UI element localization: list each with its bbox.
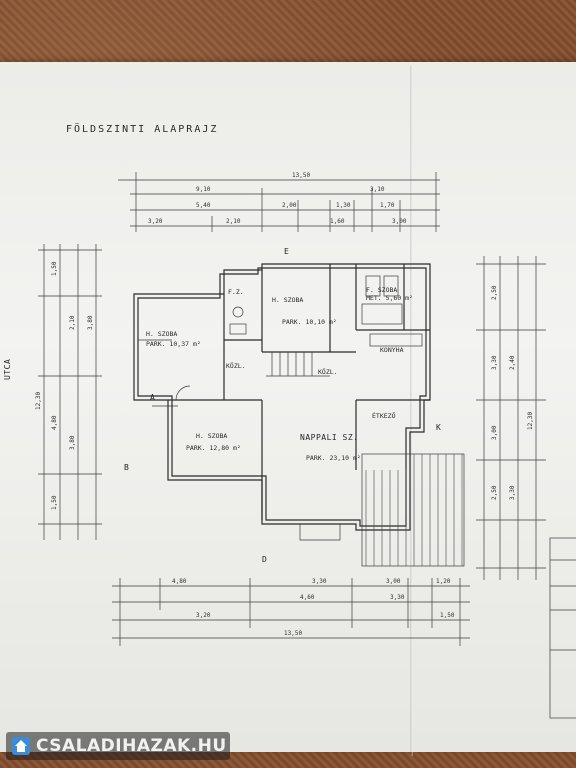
- marker-e: E: [284, 247, 289, 256]
- dim-top-7: 3,20: [148, 218, 163, 225]
- room-h-szoba-left: H. SZOBA: [146, 330, 177, 338]
- dim-top-5: 1,30: [336, 202, 351, 209]
- room-f-szoba: F. SZOBA: [366, 286, 397, 294]
- room-kozl-left: KÖZL.: [226, 361, 246, 370]
- dim-left-3: 4,80: [51, 415, 58, 430]
- dim-left-1: 2,10: [69, 315, 76, 330]
- paper-fold: [410, 66, 413, 756]
- building-walls: [133, 263, 465, 567]
- dim-right-total: 12,30: [527, 412, 534, 430]
- dim-right-2: 2,40: [509, 355, 516, 370]
- plan-title: FÖLDSZINTI ALAPRAJZ: [66, 122, 218, 135]
- room-labels: H. SZOBA PARK. 10,10 m² F. SZOBA MET. 5,…: [146, 286, 413, 462]
- room-f-szoba-area: MET. 5,60 m²: [366, 294, 413, 302]
- watermark-text: CSALADIHAZAK.HU: [36, 736, 227, 756]
- house-logo-icon: [12, 737, 30, 755]
- dim-top-9: 1,60: [330, 218, 345, 225]
- dim-top-8: 2,10: [226, 218, 241, 225]
- room-wc: F.Z.: [228, 288, 244, 296]
- room-etkezo: ÉTKEZŐ: [372, 411, 396, 420]
- dim-right-3: 3,00: [491, 425, 498, 440]
- dim-right-0: 2,50: [491, 285, 498, 300]
- dim-top-total: 13,50: [292, 172, 310, 179]
- room-h-szoba-top: H. SZOBA: [272, 296, 303, 304]
- dim-bottom-0: 4,80: [172, 578, 187, 585]
- dim-left-5: 1,50: [51, 495, 58, 510]
- dim-bottom-5: 3,30: [390, 594, 405, 601]
- left-dimensions: 1,50 2,10 3,80 4,80 3,80 1,50 12,30: [35, 244, 102, 540]
- dim-bottom-6: 1,50: [440, 612, 455, 619]
- dim-bottom-4: 4,60: [300, 594, 315, 601]
- dim-bottom-2: 3,00: [386, 578, 401, 585]
- dim-right-5: 3,30: [509, 485, 516, 500]
- room-h-szoba-bottom: H. SZOBA: [196, 432, 227, 440]
- dim-bottom-7: 3,20: [196, 612, 211, 619]
- room-kozl-mid: KÖZL.: [318, 367, 338, 376]
- room-nappali-area: PARK. 23,10 m²: [306, 454, 361, 462]
- dim-top-2: 3,10: [370, 186, 385, 193]
- section-markers: A E D K B: [124, 247, 441, 564]
- dim-top-10: 3,00: [392, 218, 407, 225]
- dim-top-4: 2,00: [282, 202, 297, 209]
- room-h-szoba-left-area: PARK. 10,37 m²: [146, 340, 201, 348]
- top-dimensions: 13,50 9,10 3,10 5,40 2,00 1,30 1,70 3,20…: [118, 172, 440, 232]
- dim-top-3: 5,40: [196, 202, 211, 209]
- room-h-szoba-bottom-area: PARK. 12,80 m²: [186, 444, 241, 452]
- dim-left-total: 12,30: [35, 392, 42, 410]
- room-nappali: NAPPALI SZ.: [300, 433, 358, 442]
- room-konyha: KONYHA: [380, 346, 404, 354]
- street-label: UTCA: [3, 359, 12, 380]
- dim-top-1: 9,10: [196, 186, 211, 193]
- marker-a: A: [150, 393, 155, 402]
- dim-bottom-1: 3,30: [312, 578, 327, 585]
- marker-k: K: [436, 423, 441, 432]
- room-h-szoba-top-area: PARK. 10,10 m²: [282, 318, 337, 326]
- right-dimensions: 2,50 3,30 2,40 3,00 2,50 3,30 12,30: [476, 256, 546, 580]
- marker-b: B: [124, 463, 129, 472]
- dim-right-4: 2,50: [491, 485, 498, 500]
- dim-left-4: 3,80: [69, 435, 76, 450]
- site-watermark: CSALADIHAZAK.HU: [6, 732, 230, 760]
- bottom-dimensions: 4,80 3,30 3,00 1,20 4,60 3,30 1,50 3,20 …: [112, 578, 470, 646]
- dim-bottom-3: 1,20: [436, 578, 451, 585]
- title-block: [549, 537, 576, 719]
- marker-d: D: [262, 555, 267, 564]
- dim-left-0: 1,50: [51, 261, 58, 276]
- dim-top-6: 1,70: [380, 202, 395, 209]
- dim-left-2: 3,80: [87, 315, 94, 330]
- dim-bottom-total: 13,50: [284, 630, 302, 637]
- dim-right-1: 3,30: [491, 355, 498, 370]
